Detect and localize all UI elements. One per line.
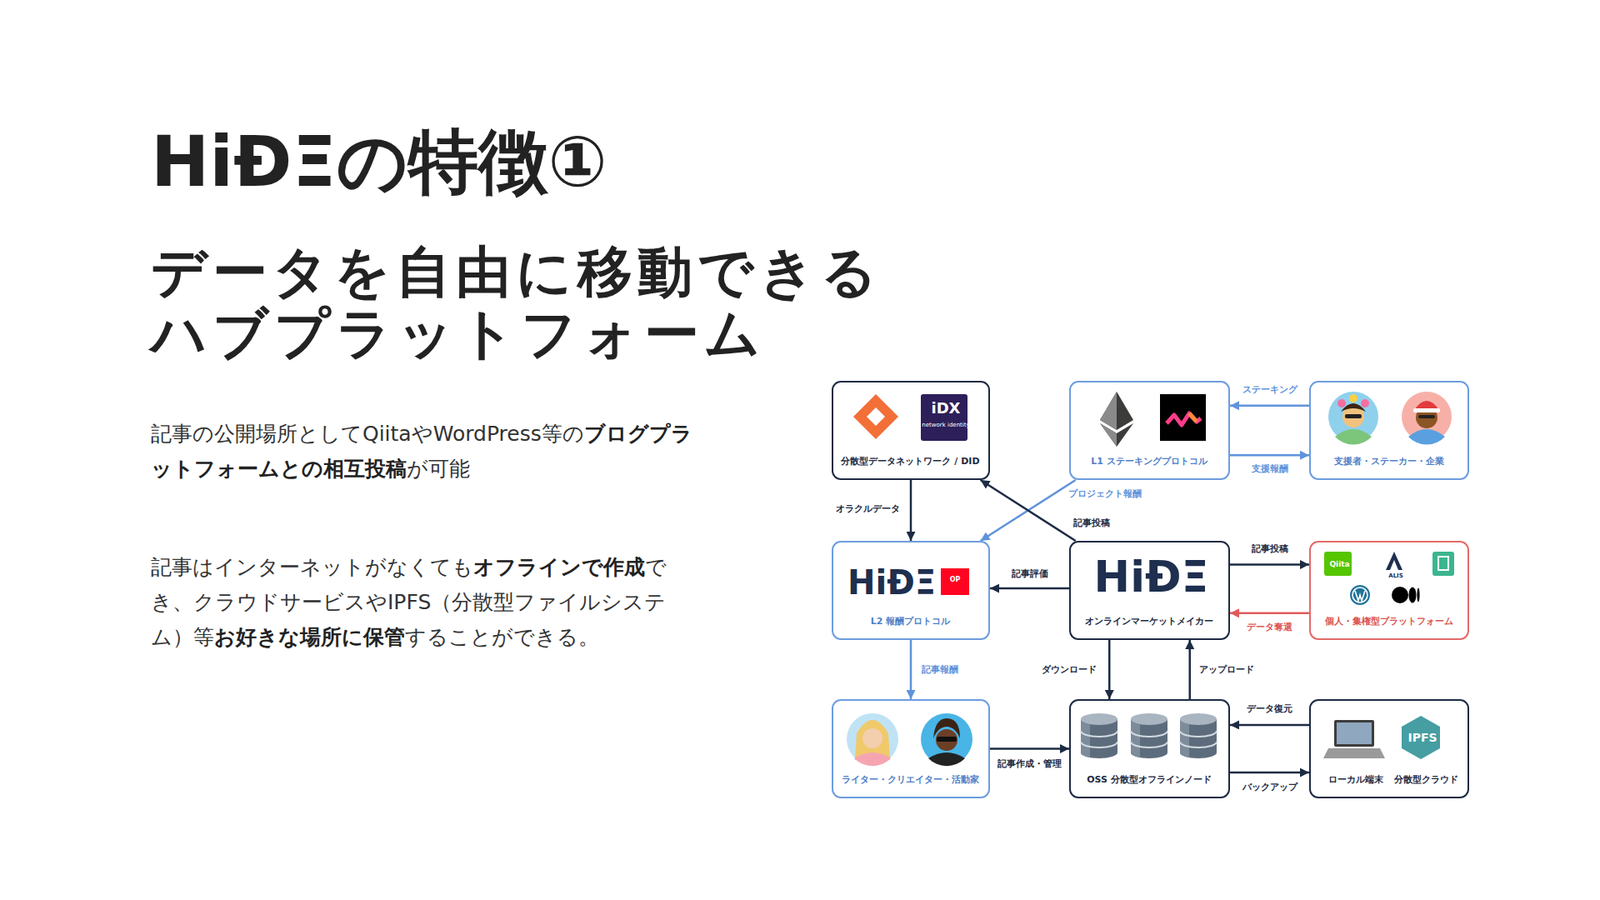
note-logo [1432, 551, 1455, 576]
body-text: お好きな場所に保管 [214, 625, 405, 650]
database-icon [1130, 713, 1168, 759]
logo-text: IPFS [1401, 730, 1444, 745]
node-caption: OSS 分散型オフラインノード [1074, 774, 1225, 785]
edge-label: 記事投稿 [1249, 543, 1291, 555]
avatar [1328, 391, 1379, 445]
text-block: データを自由に移動できる ハブプラットフォーム [150, 241, 985, 365]
node-box: HiĐΞOP L2 報酬プロトコル [831, 540, 990, 640]
brand-logo: HiĐΞ [1070, 550, 1232, 603]
edge-label: ステーキング [1240, 384, 1300, 396]
edge-label: データ復元 [1244, 703, 1295, 715]
database-icon [1180, 713, 1217, 759]
connector-arrow [1230, 612, 1310, 615]
wordpress-logo [1350, 585, 1370, 605]
slide-title: HiĐΞの特徴① [150, 121, 608, 203]
node-box: 支援者・ステーカー・企業 [1309, 380, 1470, 480]
brand-logo: HiĐΞ [845, 562, 939, 603]
connector-arrow [980, 480, 1076, 541]
node-box: IPFS ローカル端末分散型クラウド [1309, 699, 1470, 799]
edge-label: オラクルデータ [833, 503, 903, 515]
body-text: が可能 [406, 456, 470, 481]
ceramic-logo [853, 394, 899, 440]
connector-arrow [1230, 454, 1310, 457]
connector-arrow [980, 480, 1076, 541]
node-caption: ローカル端末 [1320, 774, 1392, 785]
edge-label: ダウンロード [1039, 664, 1100, 676]
connector-arrow [1189, 640, 1192, 700]
edge-label: 記事作成・管理 [995, 758, 1065, 770]
medium-logo [1391, 586, 1420, 604]
node-caption: 個人・集権型プラットフォーム [1314, 615, 1464, 627]
logo-text: ALIS [1382, 572, 1410, 580]
text-block: 記事はインターネットがなくてもオフラインで作成でき、クラウドサービスやIPFS（… [150, 550, 693, 655]
edge-label: データ奪還 [1244, 621, 1295, 634]
connector-arrow [990, 587, 1070, 590]
logo-text: Qiita [1325, 560, 1354, 570]
ethereum-logo [1100, 391, 1134, 447]
node-caption: オンラインマーケットメイカー [1074, 615, 1225, 627]
node-box: OSS 分散型オフラインノード [1069, 699, 1230, 799]
body-text: 記事の公開場所としてQiitaやWordPress等の [150, 421, 585, 446]
edge-label: 記事評価 [1009, 568, 1051, 580]
edge-label: バックアップ [1240, 781, 1300, 794]
node-caption: 支援者・ステーカー・企業 [1314, 455, 1464, 467]
edge-label: 支援報酬 [1249, 463, 1291, 475]
node-box: L1 ステーキングプロトコル [1069, 380, 1230, 480]
op-logo [940, 568, 970, 595]
node-box: HiĐΞ オンラインマーケットメイカー [1069, 540, 1230, 640]
protocol-logo [1160, 394, 1206, 441]
edge-label: 記事投稿 [1070, 517, 1113, 530]
node-caption: 分散型データネットワーク / DID [836, 455, 985, 467]
edge-label: アップロード [1196, 664, 1257, 676]
logo-text: network identity [920, 421, 971, 429]
node-box: ライター・クリエイター・活動家 [831, 699, 990, 799]
connector-arrow [1230, 724, 1310, 727]
node-caption: ライター・クリエイター・活動家 [836, 774, 985, 785]
avatar [1401, 391, 1452, 445]
avatar [846, 713, 899, 766]
edge-label: プロジェクト報酬 [1065, 488, 1145, 500]
node-caption: L2 報酬プロトコル [836, 615, 985, 627]
laptop-icon [1323, 720, 1385, 759]
text-block: 記事の公開場所としてQiitaやWordPress等のブログプラットフォームとの… [150, 416, 693, 487]
database-icon [1080, 713, 1118, 759]
connector-arrow [910, 640, 913, 700]
subtitle: データを自由に移動できる ハブプラットフォーム [150, 240, 883, 366]
body-text: オフラインで作成 [473, 555, 645, 580]
edge-label: 記事報酬 [919, 664, 961, 676]
connector-arrow [910, 480, 913, 541]
connector-arrow [1230, 563, 1310, 566]
node-box: QiitaALIS 個人・集権型プラットフォーム [1309, 540, 1470, 640]
node-caption: L1 ステーキングプロトコル [1074, 455, 1225, 467]
connector-arrow [1230, 771, 1310, 775]
connector-arrow [990, 747, 1070, 750]
connector-arrow [1108, 640, 1111, 700]
node-caption: 分散型クラウド [1385, 774, 1466, 785]
body-text: 記事はインターネットがなくても [150, 555, 474, 580]
logo-text: iDX [922, 399, 970, 418]
avatar [920, 713, 973, 766]
body-text: することができる。 [405, 625, 600, 650]
logo-text: OP [940, 575, 970, 585]
node-box: iDX network identity 分散型データネットワーク / DID [831, 380, 990, 480]
alis-logo [1385, 551, 1403, 570]
connector-arrow [1230, 405, 1310, 408]
